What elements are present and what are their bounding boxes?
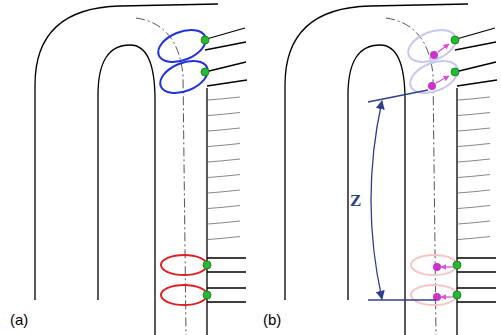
- vessel-b: [285, 4, 497, 335]
- small-branches: [208, 97, 490, 240]
- centre-point: [428, 51, 441, 301]
- small-branch: [208, 128, 240, 131]
- small-branch: [458, 113, 490, 116]
- small-branch: [208, 144, 240, 147]
- section-ellipse: [411, 255, 457, 275]
- small-branch: [458, 175, 490, 178]
- small-branch: [208, 237, 240, 240]
- small-branch: [208, 206, 240, 209]
- vessel-a: [35, 4, 247, 335]
- small-branch: [208, 113, 240, 116]
- small-branch: [208, 190, 240, 193]
- small-branch: [458, 221, 490, 224]
- section-ellipse: [161, 285, 207, 305]
- small-branch: [458, 159, 490, 162]
- displacement-arrow: [436, 44, 453, 297]
- dimension-label: Z: [350, 192, 361, 209]
- small-branch: [208, 221, 240, 224]
- small-branch: [208, 159, 240, 162]
- panel-label: (b): [263, 312, 281, 327]
- section-ellipse: [411, 285, 457, 305]
- small-branch: [458, 190, 490, 193]
- small-branch: [208, 97, 240, 100]
- panel-label: (a): [10, 312, 28, 327]
- small-branch: [458, 144, 490, 147]
- small-branch: [458, 206, 490, 209]
- branch-point: [451, 36, 461, 299]
- small-branch: [208, 175, 240, 178]
- small-branch: [458, 237, 490, 240]
- small-branch: [458, 97, 490, 100]
- branch-point: [201, 36, 211, 299]
- section-ellipse: [161, 255, 207, 275]
- dimension-line: [368, 90, 436, 300]
- small-branch: [458, 128, 490, 131]
- section-ellipse: [156, 55, 213, 100]
